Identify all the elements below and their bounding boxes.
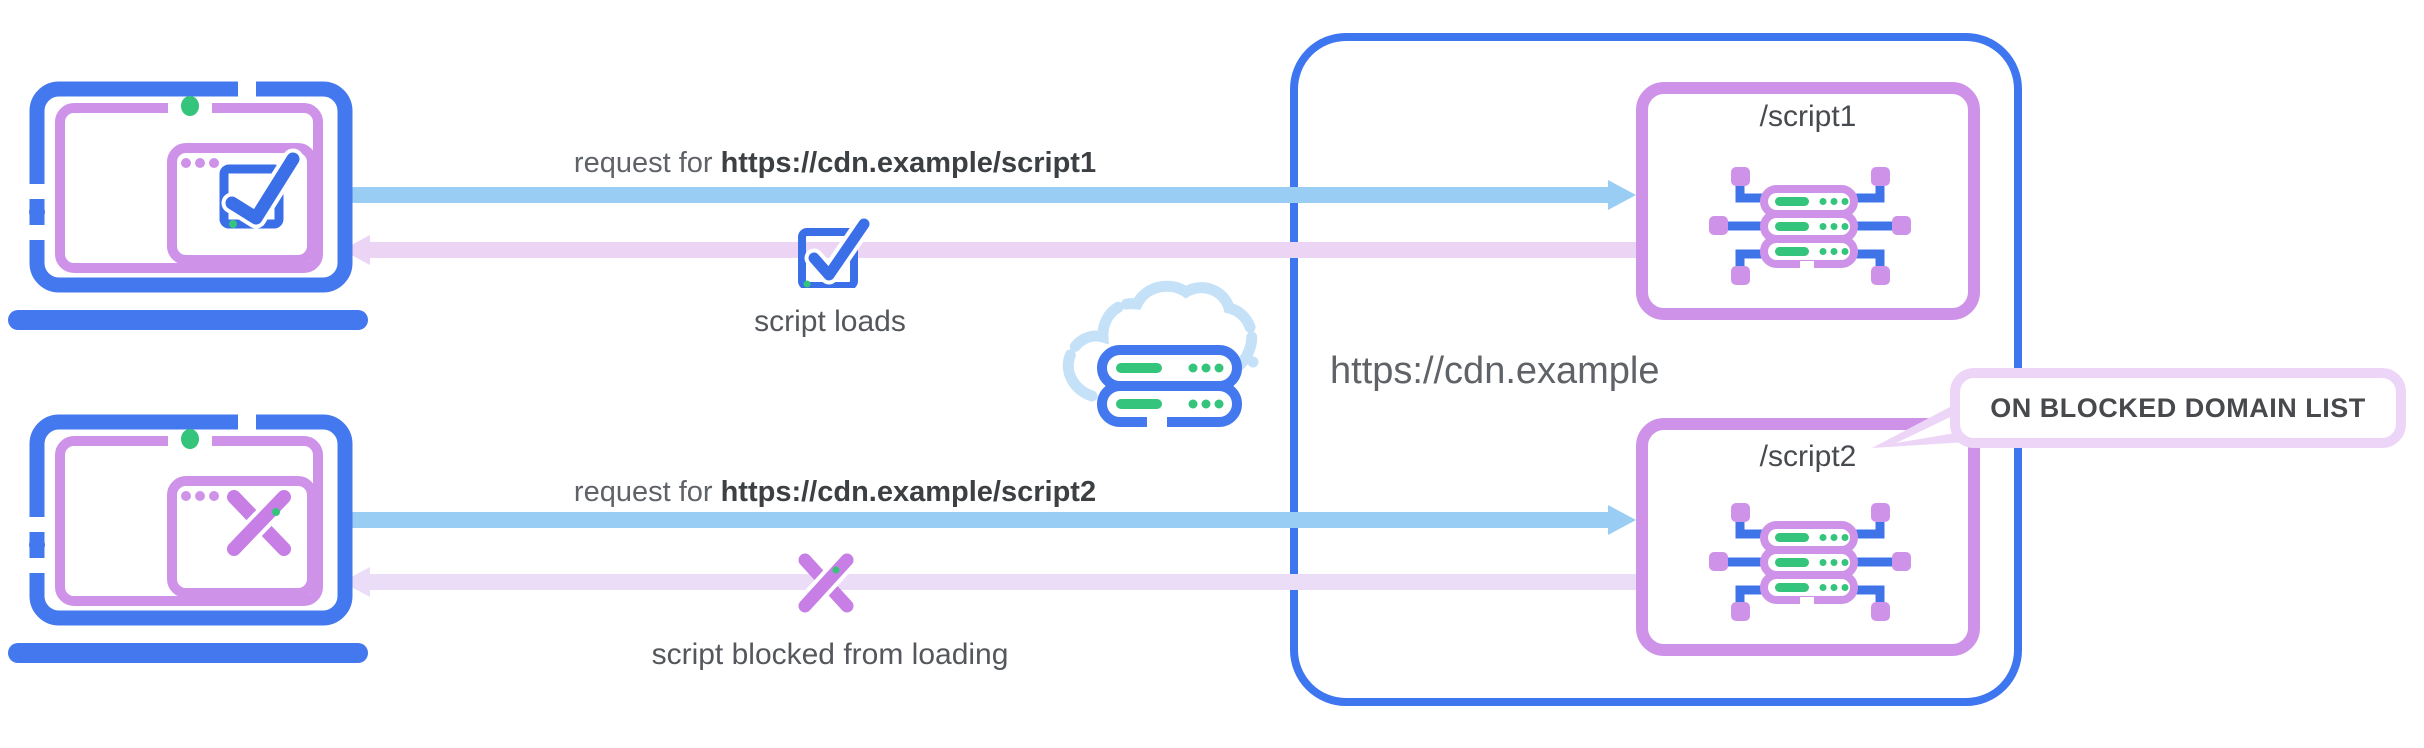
laptop-browser-checkmark-icon: [8, 76, 368, 330]
request-arrowhead-script2: [1608, 505, 1636, 535]
cloud-server-icon: [1062, 280, 1259, 427]
server-cluster-icon: [1709, 167, 1911, 285]
endpoint-script2-label: /script2: [1759, 440, 1857, 473]
checkmark-icon: [798, 214, 870, 288]
request-arrow-script1: [346, 187, 1608, 203]
result-label-script1: script loads: [754, 305, 906, 338]
endpoint-script1-label: /script1: [1759, 100, 1857, 133]
response-arrow-script1: [370, 242, 1636, 258]
result-label-script2: script blocked from loading: [651, 638, 1009, 671]
request-arrow-script2: [346, 512, 1608, 528]
callout-tail: [1872, 398, 1967, 448]
request-prefix: request for: [573, 147, 721, 179]
blocked-domain-callout: ON BLOCKED DOMAIN LIST: [1950, 368, 2406, 448]
request-url: https://cdn.example/script1: [720, 147, 1097, 179]
laptop-browser-cross-icon: [8, 409, 368, 663]
request-label-script2: request for https://cdn.example/script2: [400, 476, 1270, 509]
server-cluster-icon: [1709, 503, 1911, 621]
request-url: https://cdn.example/script2: [720, 476, 1097, 508]
cdn-domain-label: https://cdn.example: [1330, 350, 1660, 392]
request-prefix: request for: [573, 476, 721, 508]
request-label-script1: request for https://cdn.example/script1: [400, 147, 1270, 180]
cdn-endpoint-script1: [1636, 82, 1980, 320]
cross-icon: [794, 549, 858, 617]
request-arrowhead-script1: [1608, 180, 1636, 210]
blocked-domain-callout-label: ON BLOCKED DOMAIN LIST: [1990, 392, 2366, 423]
response-arrow-script2: [370, 574, 1636, 590]
